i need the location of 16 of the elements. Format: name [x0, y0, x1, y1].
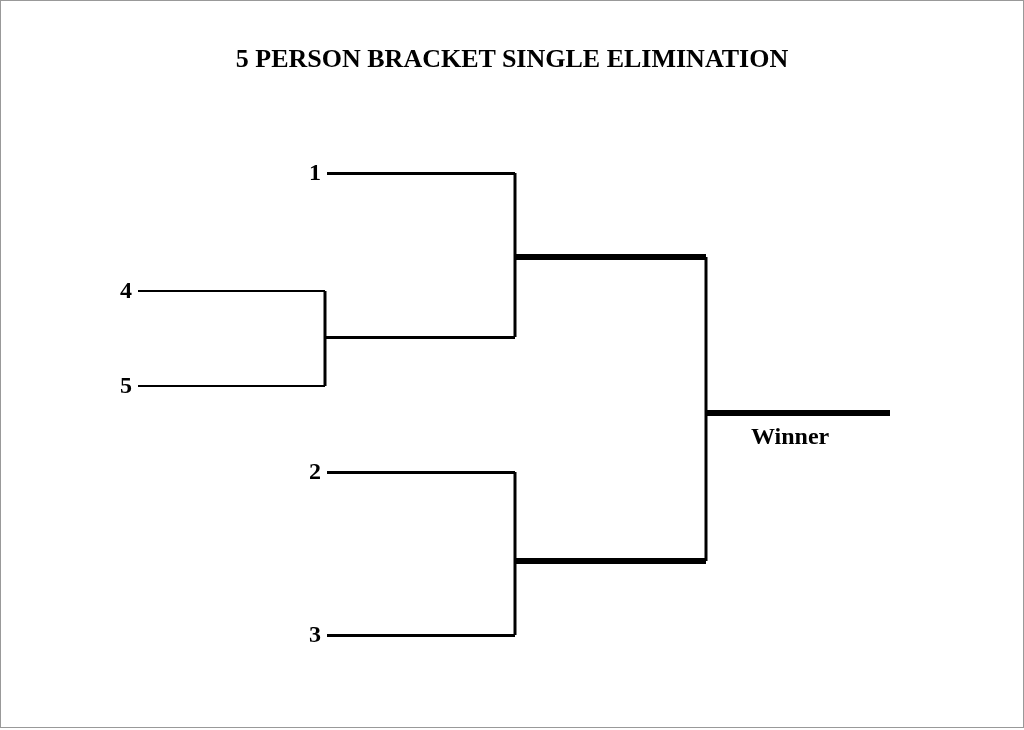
- winner-label: Winner: [751, 423, 830, 450]
- bracket-connector: [704, 413, 708, 563]
- seed-number: 1: [309, 159, 321, 186]
- seed-number: 2: [309, 458, 321, 485]
- title: 5 PERSON BRACKET SINGLE ELIMINATION: [234, 44, 790, 74]
- bracket-connector: [513, 171, 517, 257]
- bracket-line: [325, 335, 515, 339]
- bracket-connector: [513, 257, 517, 339]
- bracket-connector: [323, 289, 327, 337]
- bracket-connector: [704, 255, 708, 413]
- seed-number: 3: [309, 621, 321, 648]
- seed-number: 4: [120, 277, 132, 304]
- bracket-connector: [513, 561, 517, 637]
- bracket-connector: [323, 337, 327, 388]
- seed-number: 5: [120, 372, 132, 399]
- bracket-connector: [513, 470, 517, 561]
